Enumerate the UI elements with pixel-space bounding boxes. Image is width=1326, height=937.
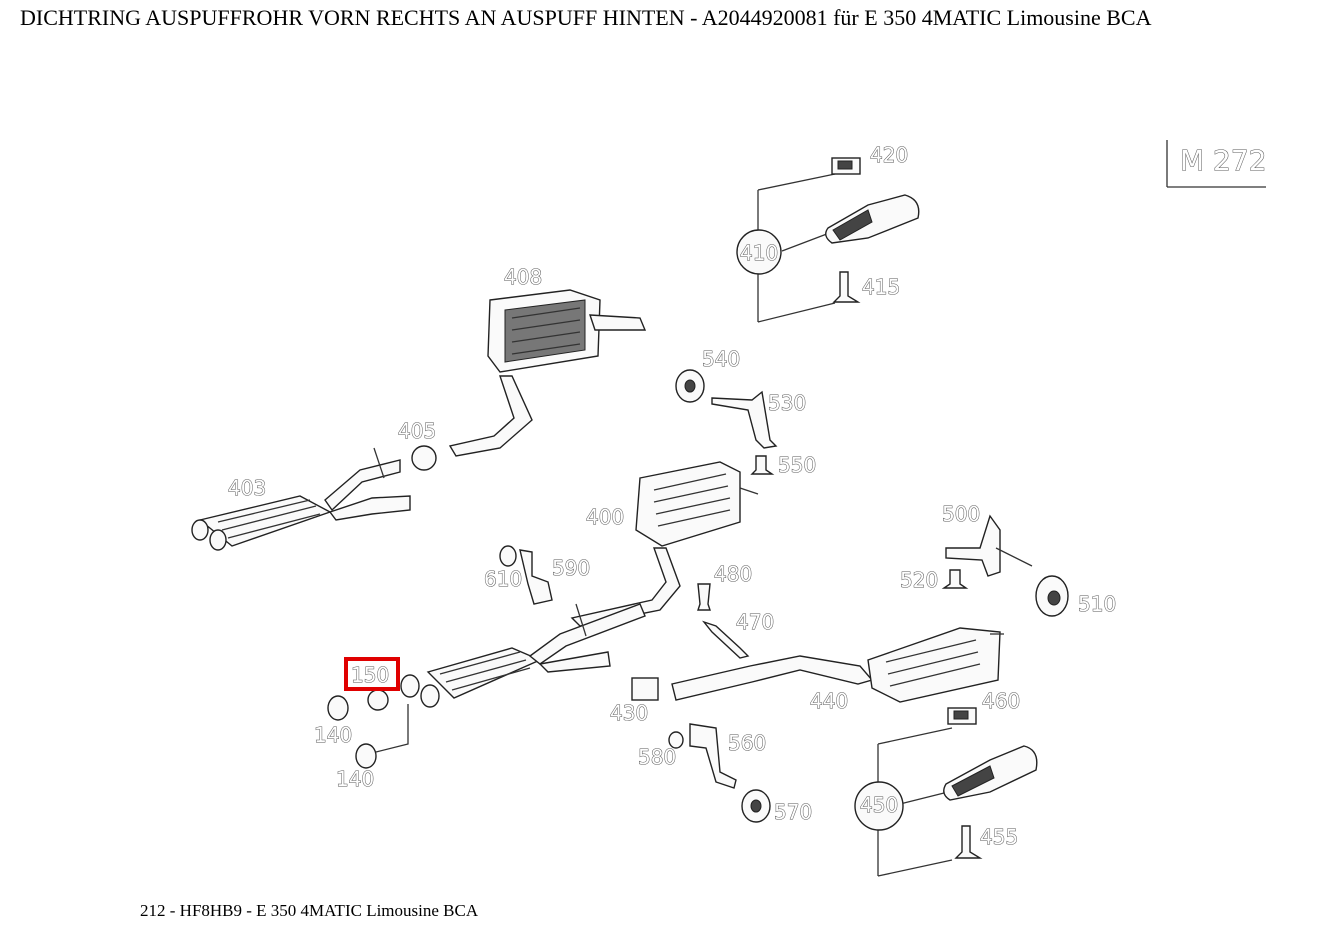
tailpipe-group-bottom [854,707,1038,877]
part-label-610[interactable]: 610 [484,567,523,592]
part-label-415[interactable]: 415 [862,275,901,300]
engine-code-box: M 272 [1166,140,1267,188]
part-label-520[interactable]: 520 [900,568,939,593]
engine-code-label: M 272 [1180,144,1267,177]
front-pipe-403 [191,445,437,551]
clamps-140 [327,689,409,769]
part-label-580[interactable]: 580 [638,745,677,770]
part-label-400[interactable]: 400 [586,505,625,530]
part-label-403[interactable]: 403 [228,476,267,501]
hanger-540-530 [675,369,778,475]
part-label-150[interactable]: 150 [351,663,390,688]
hanger-500-510 [941,514,1069,617]
hanger-610-590 [499,545,553,605]
part-label-460[interactable]: 460 [982,689,1021,714]
part-label-450[interactable]: 450 [860,793,899,818]
part-label-560[interactable]: 560 [728,731,767,756]
part-label-140-upper[interactable]: 140 [314,723,353,748]
part-label-540[interactable]: 540 [702,347,741,372]
part-label-430[interactable]: 430 [610,701,649,726]
part-label-590[interactable]: 590 [552,556,591,581]
part-label-480[interactable]: 480 [714,562,753,587]
part-label-420[interactable]: 420 [870,143,909,168]
front-pipe-catalyst [400,603,646,708]
part-label-408[interactable]: 408 [504,265,543,290]
hanger-560-580-570 [668,723,771,823]
part-label-570[interactable]: 570 [774,800,813,825]
part-label-550[interactable]: 550 [778,453,817,478]
highlight-box-150 [344,657,400,691]
part-label-470[interactable]: 470 [736,610,775,635]
page-title: DICHTRING AUSPUFFROHR VORN RECHTS AN AUS… [20,5,1152,30]
bolt-480-bracket-470 [697,583,750,659]
rear-pipe-440 [631,627,1004,703]
tailpipe-group-top [736,157,920,323]
part-label-140-lower[interactable]: 140 [336,767,375,792]
part-label-510[interactable]: 510 [1078,592,1117,617]
muffler-408 [448,289,647,457]
part-label-440[interactable]: 440 [810,689,849,714]
muffler-400 [570,461,759,627]
part-label-455[interactable]: 455 [980,825,1019,850]
part-label-410[interactable]: 410 [740,241,779,266]
part-label-500[interactable]: 500 [942,502,981,527]
footer-caption: 212 - HF8HB9 - E 350 4MATIC Limousine BC… [140,901,479,920]
part-label-405[interactable]: 405 [398,419,437,444]
part-label-530[interactable]: 530 [768,391,807,416]
